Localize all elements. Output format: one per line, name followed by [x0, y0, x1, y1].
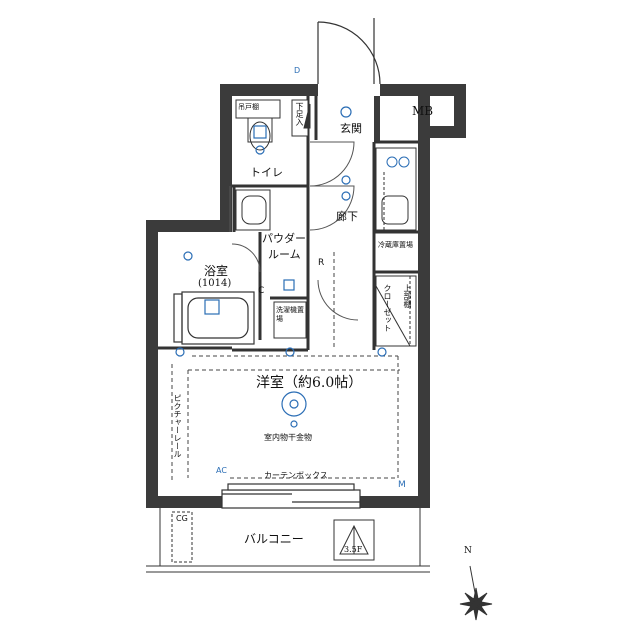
door-swings	[229, 141, 359, 321]
washer-pan-label: 洗濯機置場	[276, 306, 304, 323]
shoe-rack-label: 下足入	[295, 102, 304, 126]
outlet-d-symbol: D	[294, 66, 301, 75]
evacuation-hatch-label: 3.5F	[344, 545, 363, 554]
cg-symbol: CG	[176, 514, 188, 523]
indoor-drying-label: 室内物干金物	[264, 433, 312, 442]
kitchen	[375, 147, 417, 231]
bathtub	[173, 291, 255, 345]
closet-label: クローゼット	[383, 284, 392, 332]
picture-rail-label: ピクチャーレール	[173, 394, 182, 458]
western-room-label: 洋室（約6.0帖）	[256, 375, 363, 391]
toilet-label: トイレ	[250, 166, 283, 179]
balcony	[146, 508, 430, 573]
balcony-label: バルコニー	[244, 532, 304, 546]
c-symbol: C	[258, 286, 265, 296]
room-dashed-lines	[171, 252, 400, 480]
entrance-door	[317, 18, 381, 85]
partitions	[158, 96, 418, 352]
walls	[146, 84, 466, 508]
bathroom-label: 浴室	[204, 264, 229, 278]
powder-room-label-2: ルーム	[268, 248, 301, 261]
compass-north: N	[464, 546, 472, 556]
powder-room-label-1: パウダー	[262, 232, 306, 245]
ac-symbol: AC	[216, 466, 227, 475]
mb-label: MB	[412, 104, 434, 118]
m-symbol: M	[398, 480, 406, 490]
bathroom-size: (1014)	[198, 278, 232, 289]
curtain-box-label: カーテンボックス	[264, 471, 328, 480]
ceiling-fixtures	[175, 106, 387, 428]
toilet-fixtures	[235, 99, 311, 151]
r-symbol: R	[318, 258, 325, 268]
upper-shelf-label: 上部棚	[403, 284, 412, 308]
washer-pan-box	[273, 301, 307, 339]
hanging-cabinet-label: 吊戸棚	[238, 103, 259, 111]
fridge-space-label: 冷蔵庫置場	[378, 241, 413, 249]
closet	[375, 275, 417, 347]
entrance-label: 玄関	[340, 122, 362, 135]
compass-rose	[459, 565, 493, 621]
balcony-window	[221, 483, 361, 509]
hallway-label: 廊下	[336, 210, 358, 223]
washbasin	[235, 189, 271, 231]
